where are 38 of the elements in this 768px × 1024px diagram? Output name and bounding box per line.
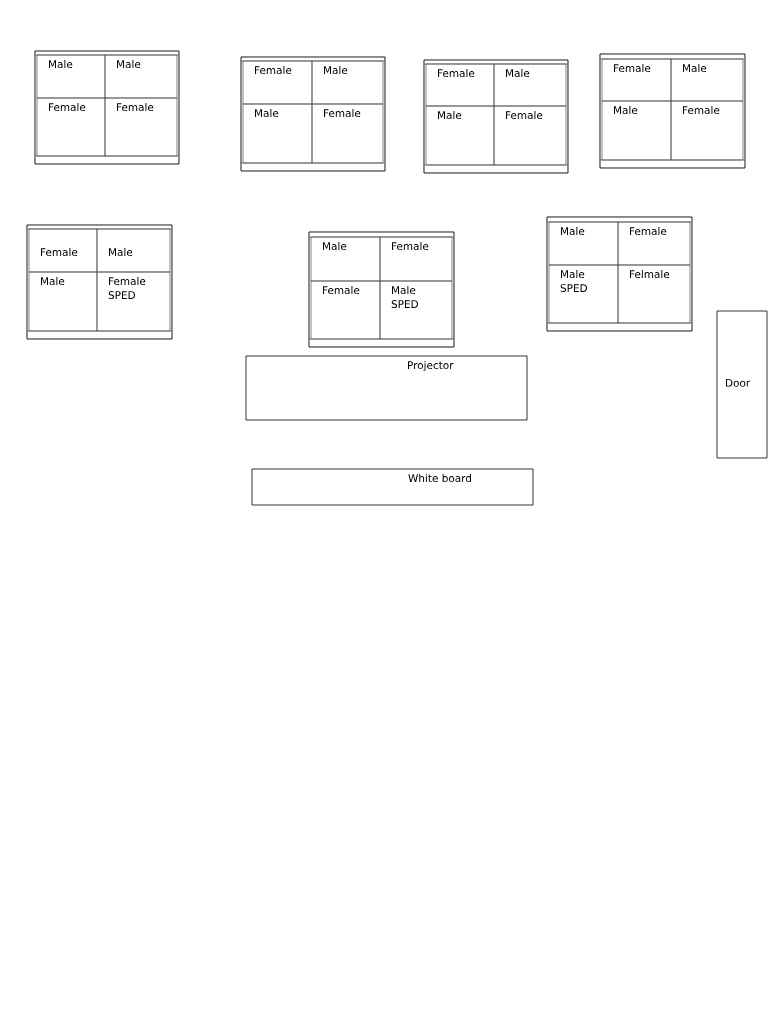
desk-group	[240, 56, 386, 172]
seat-cell: Male	[28, 271, 98, 332]
seat-cell: Male	[310, 236, 381, 282]
seat-cell: Male	[548, 221, 619, 266]
seat-cell: Male	[96, 228, 171, 273]
seat-cell: Female	[242, 60, 313, 105]
seat-cell: Female	[379, 236, 453, 282]
seat-cell: Female	[493, 105, 567, 166]
seat-cell: Male SPED	[548, 264, 619, 324]
seat-cell: Male	[601, 100, 672, 161]
desk-group	[26, 224, 173, 340]
seat-cell: Male	[36, 54, 106, 99]
seat-cell: Female SPED	[96, 271, 171, 332]
seat-cell: Female	[104, 97, 178, 157]
seat-cell: Female	[36, 97, 106, 157]
seat-cell: Male	[670, 58, 744, 102]
door: Door	[716, 310, 768, 459]
seat-cell: Male SPED	[379, 280, 453, 340]
seat-cell: Female	[311, 103, 384, 164]
seat-cell: Female	[670, 100, 744, 161]
seat-cell: Female	[425, 63, 495, 107]
desk-group	[34, 50, 180, 165]
whiteboard: White board	[251, 468, 534, 506]
desk-group	[423, 59, 569, 174]
seat-cell: Male	[493, 63, 567, 107]
seat-cell: Male	[104, 54, 178, 99]
desk-group	[546, 216, 693, 332]
projector-screen: Projector	[245, 355, 528, 421]
seat-cell: Female	[617, 221, 691, 266]
seat-cell: Female	[601, 58, 672, 102]
seat-cell: Female	[310, 280, 381, 340]
seat-cell: Male	[242, 103, 313, 164]
seat-cell: Felmale	[617, 264, 691, 324]
desk-group	[308, 231, 455, 348]
seat-cell: Male	[425, 105, 495, 166]
desk-group	[599, 53, 746, 169]
seat-cell: Female	[28, 228, 98, 273]
seat-cell: Male	[311, 60, 384, 105]
